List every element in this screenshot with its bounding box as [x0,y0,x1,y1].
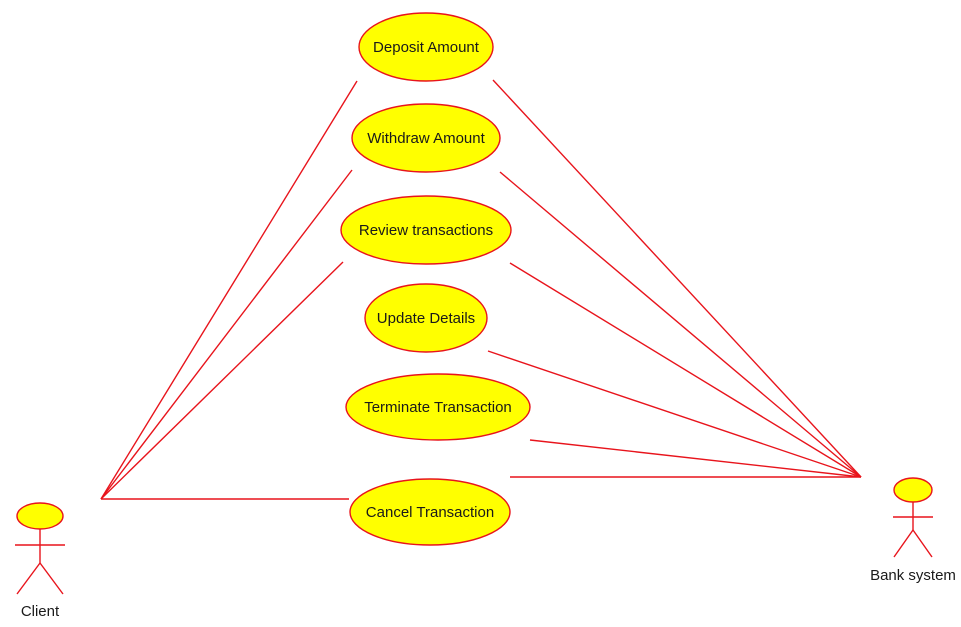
actor-bank-system: Bank system [870,477,956,584]
association-client-deposit [100,80,358,500]
use-case-ellipse [351,103,501,173]
actor-label: Client [21,603,60,620]
use-case-withdraw: Withdraw Amount [351,103,501,173]
use-case-cancel: Cancel Transaction [349,478,511,546]
use-case-label: Review transactions [359,222,493,239]
associations [100,79,862,500]
association-bank-deposit [492,79,862,478]
use-case-label: Withdraw Amount [367,130,485,147]
association-client-withdraw [100,169,353,500]
stick-figure-icon [15,502,65,595]
use-case-ellipse [358,12,494,82]
stick-figure-icon [893,477,933,558]
actor-label: Bank system [870,567,956,584]
actor-client: Client [15,502,65,620]
use-case-update: Update Details [364,283,488,353]
use-case-label: Deposit Amount [373,39,480,56]
use-case-ellipse [345,373,531,441]
use-case-terminate: Terminate Transaction [345,373,531,441]
association-bank-withdraw [499,171,862,478]
association-client-review [100,261,344,500]
association-bank-update [487,350,862,478]
use-case-ellipse [340,195,512,265]
use-case-deposit: Deposit Amount [358,12,494,82]
use-case-ellipse [349,478,511,546]
use-case-label: Update Details [377,310,475,327]
use-case-review: Review transactions [340,195,512,265]
use-case-label: Cancel Transaction [366,504,494,521]
association-bank-terminate [529,439,862,478]
use-case-ellipse [364,283,488,353]
use-case-label: Terminate Transaction [364,399,512,416]
association-bank-review [509,262,862,478]
